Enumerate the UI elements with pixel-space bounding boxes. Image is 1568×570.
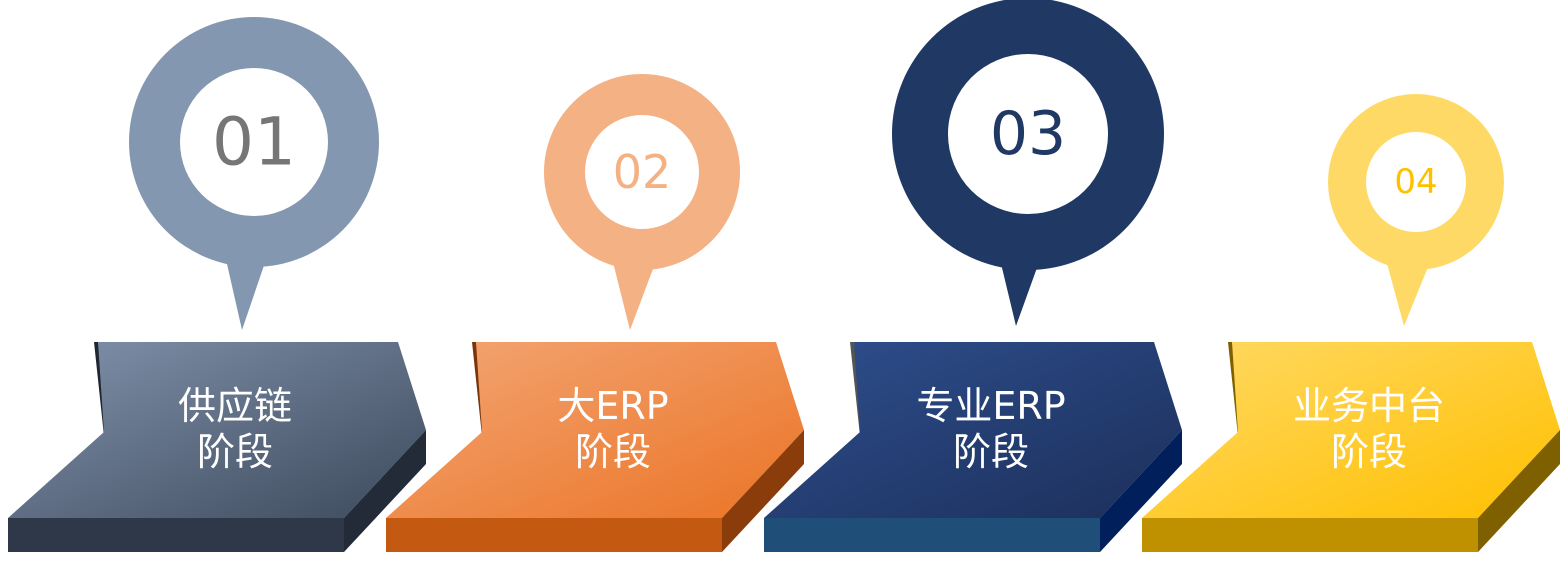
stage-number: 02 bbox=[613, 145, 672, 199]
pin-inner-circle bbox=[1366, 132, 1466, 232]
stage-label-line2: 阶段 bbox=[1330, 429, 1407, 474]
stage-label-line1: 供应链 bbox=[177, 384, 292, 428]
stage-label-line2: 阶段 bbox=[952, 429, 1029, 474]
arrow-side-face bbox=[1478, 430, 1560, 552]
pin-inner-circle bbox=[948, 54, 1108, 214]
arrow-top-face bbox=[764, 342, 1182, 518]
stage-label-line1: 大ERP bbox=[557, 384, 669, 428]
stage-label-line1: 业务中台 bbox=[1292, 384, 1445, 428]
arrow-front-face bbox=[8, 518, 344, 552]
stage-number: 01 bbox=[212, 104, 296, 181]
pin-inner-circle bbox=[180, 68, 328, 216]
stage-number: 04 bbox=[1394, 162, 1437, 202]
arrow-top-face bbox=[8, 342, 426, 518]
arrow-top-face bbox=[1142, 342, 1560, 518]
stage-4: 04 bbox=[1142, 94, 1560, 552]
arrow-side-face bbox=[1100, 430, 1182, 552]
stage-label-line2: 阶段 bbox=[574, 429, 651, 474]
stage-label: 供应链阶段 bbox=[120, 384, 350, 475]
arrow-top-face bbox=[386, 342, 804, 518]
stage-3: 03 bbox=[764, 0, 1182, 552]
stage-number: 03 bbox=[990, 99, 1066, 169]
pin-tail bbox=[1384, 252, 1434, 326]
stage-label-line1: 专业ERP bbox=[916, 384, 1066, 428]
arrow-front-face bbox=[386, 518, 722, 552]
stage-label-line2: 阶段 bbox=[196, 429, 273, 474]
stage-2: 02 bbox=[386, 74, 804, 552]
arrow-side-face bbox=[722, 430, 804, 552]
stage-1: 01 bbox=[8, 17, 426, 552]
arrow-side-face bbox=[344, 430, 426, 552]
arrow-front-face bbox=[1142, 518, 1478, 552]
pin-tail bbox=[610, 250, 660, 330]
stage-label: 业务中台阶段 bbox=[1254, 384, 1484, 475]
pin-inner-circle bbox=[585, 115, 699, 229]
arrow-front-face bbox=[764, 518, 1100, 552]
